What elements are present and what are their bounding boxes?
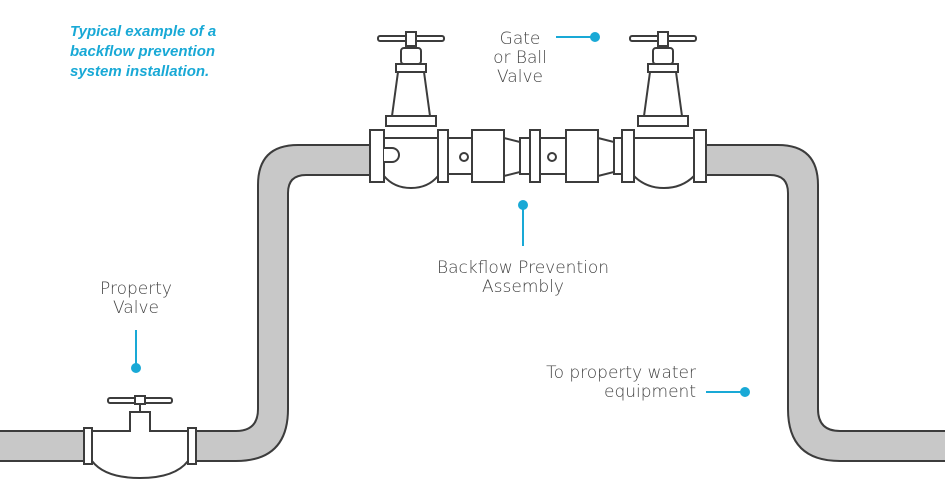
gate-valve-right-yoke — [647, 63, 679, 73]
label-backflow-assembly: Backflow Prevention Assembly — [423, 259, 623, 297]
leader-property-valve-dot — [131, 363, 141, 373]
gate-valve-right-flange-outer — [693, 129, 707, 183]
gate-valve-left-port — [384, 147, 400, 163]
diagram-caption: Typical example of a backflow prevention… — [70, 22, 270, 82]
pipe-riser-right — [705, 144, 945, 462]
gate-valve-left-flange-inner — [437, 129, 449, 183]
gate-valve-right-handle-hub — [657, 31, 669, 47]
backflow-assembly — [369, 31, 707, 190]
label-gate-valve-line-2: or Ball — [493, 48, 547, 68]
backflow-seat-2 — [613, 137, 623, 175]
gate-valve-right-body — [633, 137, 695, 190]
label-gate-valve-line-3: Valve — [497, 67, 543, 87]
gate-valve-left-bonnet-base — [385, 115, 437, 127]
label-gate-valve-line-1: Gate — [499, 29, 541, 49]
leader-backflow-dot — [518, 200, 528, 210]
backflow-flange-mid-left — [529, 129, 541, 183]
property-valve-flange-left — [83, 427, 93, 465]
pipe-left-inlet — [0, 430, 85, 462]
gate-valve-left-nut — [400, 47, 422, 65]
gate-valve-left-handle-hub — [405, 31, 417, 47]
backflow-test-port-2 — [547, 152, 557, 162]
pipe-riser-left — [195, 144, 373, 462]
label-backflow-line-2: Assembly — [482, 277, 564, 297]
property-valve-body — [91, 411, 189, 480]
caption-line-3: system installation. — [70, 63, 210, 80]
label-property-valve-line-2: Valve — [113, 298, 159, 318]
backflow-coupling-1 — [471, 129, 505, 183]
gate-valve-right-bonnet — [642, 71, 684, 117]
label-to-equipment-line-1: To property water — [546, 363, 696, 383]
gate-valve-left-flange-outer — [369, 129, 385, 183]
backflow-coupling-2 — [565, 129, 599, 183]
gate-valve-right-nut — [652, 47, 674, 65]
gate-valve-left-body — [383, 137, 439, 190]
backflow-seat-1 — [519, 137, 531, 175]
property-valve-flange-right — [187, 427, 197, 465]
label-to-equipment-line-2: equipment — [604, 382, 696, 402]
label-gate-valve: Gate or Ball Valve — [485, 30, 555, 87]
backflow-test-port-1 — [459, 152, 469, 162]
property-valve-handle-hub — [134, 395, 146, 405]
label-property-valve: Property Valve — [86, 280, 186, 318]
gate-valve-left-yoke — [395, 63, 427, 73]
label-backflow-line-1: Backflow Prevention — [436, 258, 610, 278]
label-to-equipment: To property water equipment — [520, 364, 696, 402]
gate-valve-right-flange-inner — [621, 129, 635, 183]
leader-equipment-dot — [740, 387, 750, 397]
caption-line-2: backflow prevention — [70, 43, 216, 60]
label-property-valve-line-1: Property — [100, 279, 172, 299]
caption-line-1: Typical example of a — [70, 23, 217, 40]
backflow-reducer-1 — [503, 136, 521, 178]
leader-gate-valve-dot — [590, 32, 600, 42]
gate-valve-left-bonnet — [390, 71, 432, 117]
gate-valve-right-bonnet-base — [637, 115, 689, 127]
backflow-reducer-2 — [597, 136, 615, 178]
property-valve — [83, 395, 197, 480]
